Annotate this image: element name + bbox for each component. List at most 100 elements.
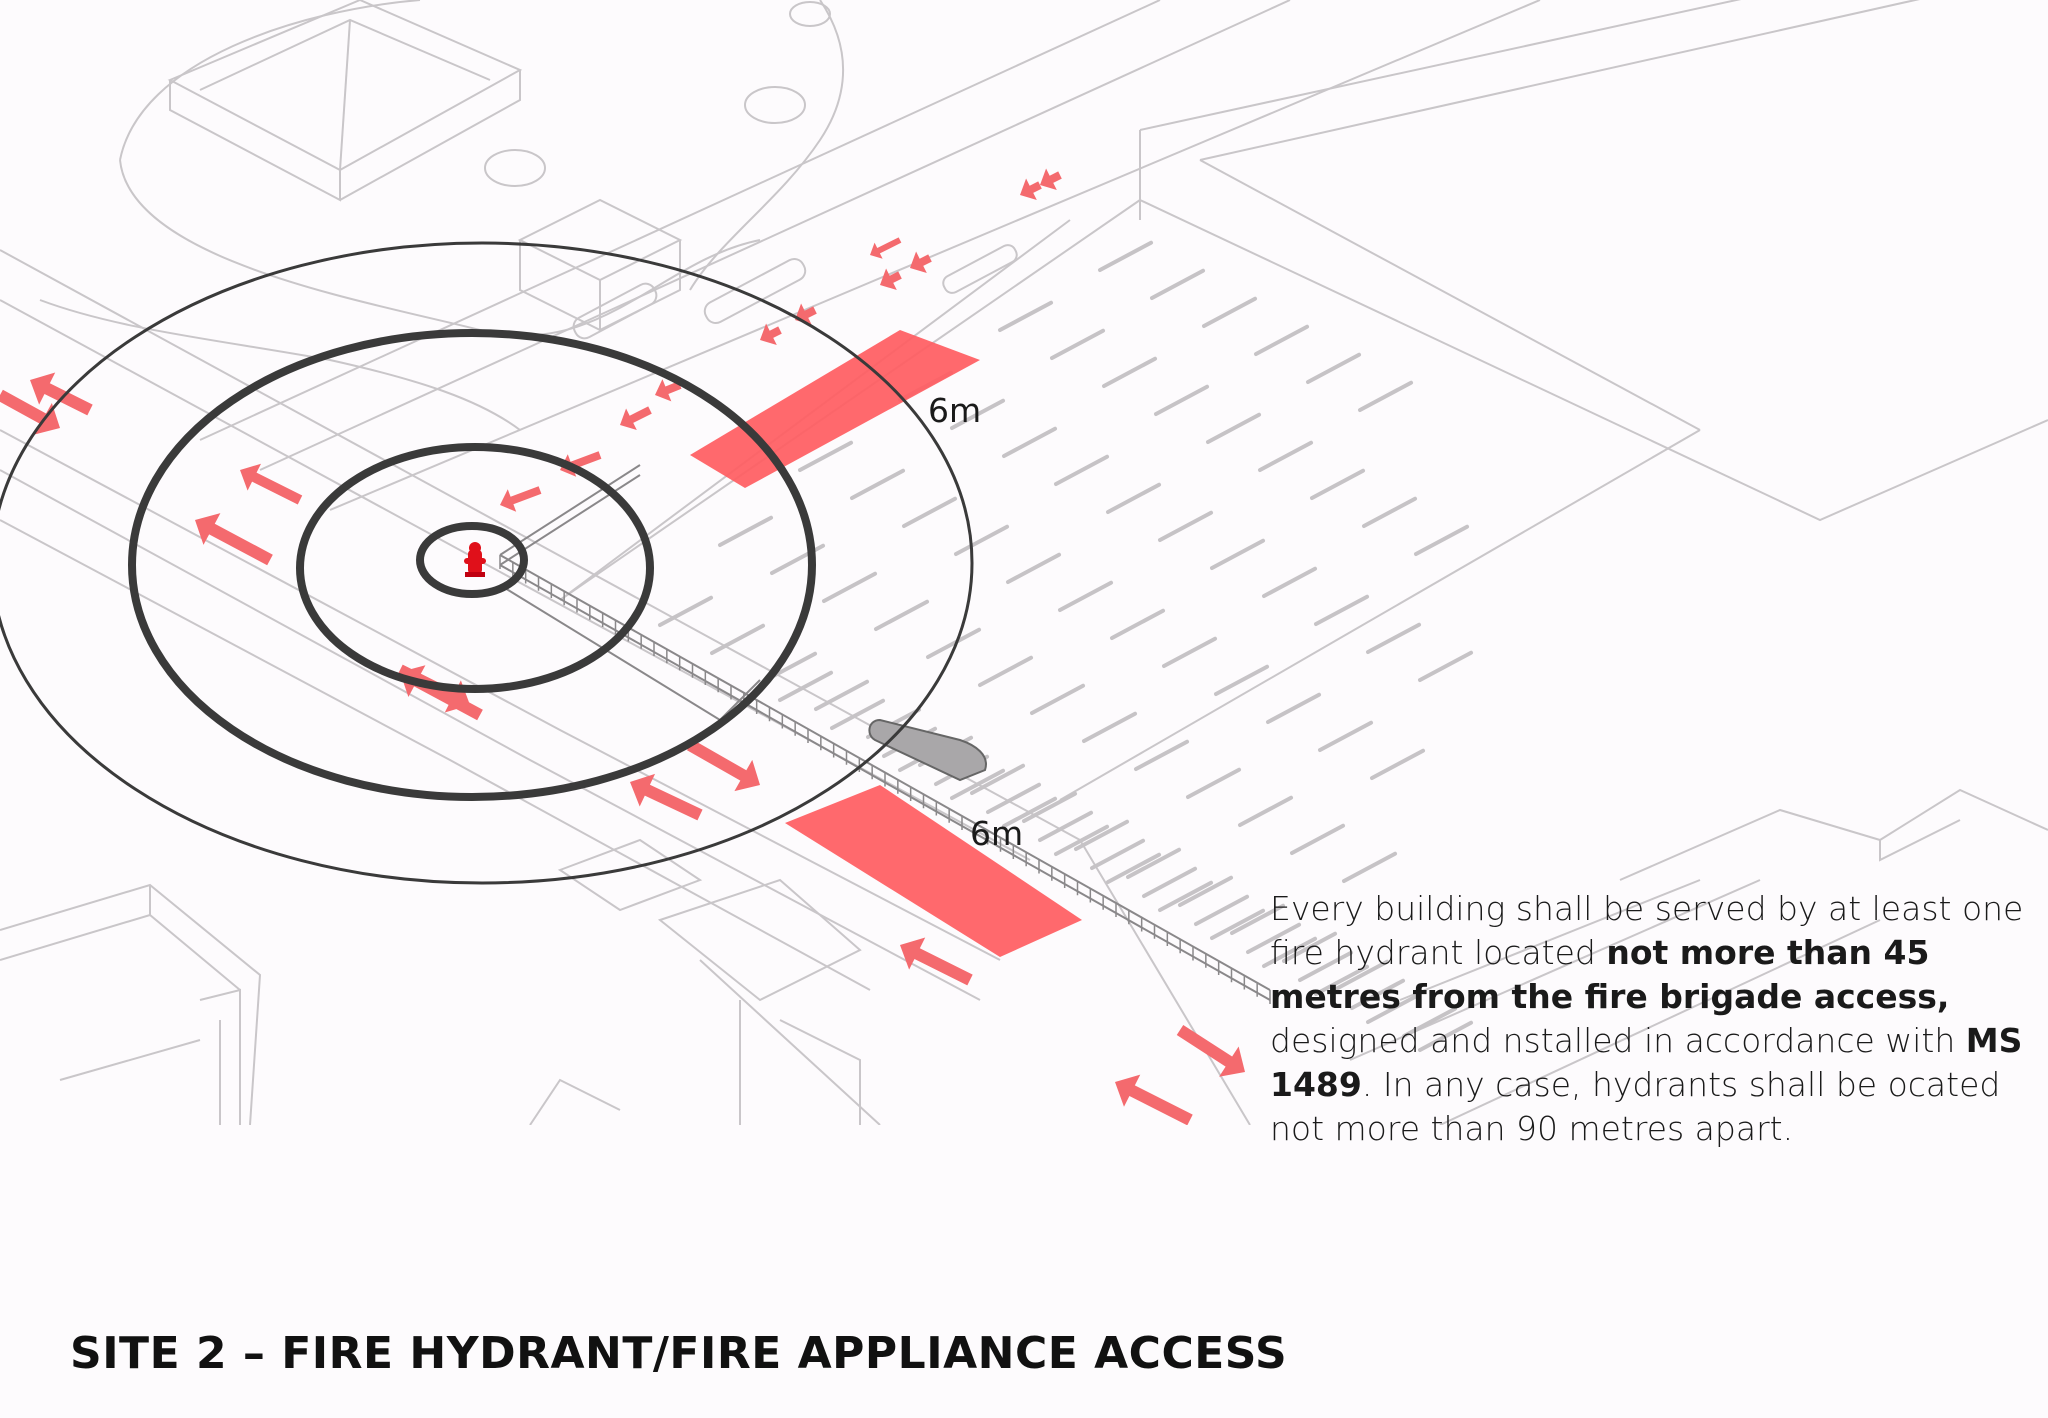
direction-arrow-icon	[500, 486, 542, 512]
parking-bay-line	[658, 595, 714, 627]
parking-bay-line	[850, 468, 906, 500]
direction-arrow-icon	[620, 406, 652, 431]
parking-bay-line	[1038, 810, 1094, 842]
parking-bay-line	[1030, 683, 1086, 715]
parking-bay-line	[1414, 524, 1470, 556]
parking-bay-line	[1102, 356, 1158, 388]
direction-arrow-icon	[1176, 1024, 1245, 1077]
parking-bay-line	[954, 524, 1010, 556]
direction-arrow-icon	[910, 251, 932, 274]
parking-bay-line	[1158, 510, 1214, 542]
parking-bay-line	[1402, 1006, 1458, 1038]
parking-bay-line	[1418, 650, 1474, 682]
direction-arrow-icon	[880, 268, 902, 291]
parking-bay-line	[1282, 931, 1338, 963]
parking-bay-line	[1154, 384, 1210, 416]
fence-posts	[499, 555, 1271, 1004]
direction-arrow-icon	[760, 323, 782, 346]
parking-bay-line	[1206, 412, 1262, 444]
fire-access-zones	[690, 330, 1082, 957]
parking-bay-line	[1254, 324, 1310, 356]
parking-bay-line	[1318, 720, 1374, 752]
parking-bay-line	[814, 679, 870, 711]
direction-arrow-icon	[630, 773, 703, 821]
parking-bay-line	[1314, 964, 1370, 996]
direction-arrow-icon	[687, 739, 760, 792]
parking-bay-line	[1258, 440, 1314, 472]
walkway-canopy	[868, 718, 987, 782]
parking-bay-line	[1178, 875, 1234, 907]
parking-bay-line	[830, 698, 886, 730]
parking-bay-line	[778, 670, 834, 702]
parking-bay-line	[1162, 636, 1218, 668]
parking-bay-line	[1186, 767, 1242, 799]
parking-bay-line	[874, 599, 930, 631]
parking-bay-line	[1194, 894, 1250, 926]
parking-bay-line	[998, 300, 1054, 332]
parking-bay-line	[1366, 992, 1422, 1024]
direction-arrow-icon	[900, 937, 973, 986]
note-bold-1: not more than 45 metres from the fire br…	[1270, 933, 1950, 1016]
parking-bay-line	[1126, 847, 1182, 879]
fire-hydrant-icon	[464, 542, 486, 577]
parking-bay-line	[950, 398, 1006, 430]
radius-label-road: 6m	[970, 814, 1023, 853]
parking-bay-line	[1310, 468, 1366, 500]
ring-inner	[416, 522, 528, 598]
parking-bay-line	[710, 623, 766, 655]
parking-bay-line	[978, 655, 1034, 687]
parking-bay-line	[1098, 240, 1154, 272]
parking-bay-line	[1082, 711, 1138, 743]
direction-arrow-icon	[655, 379, 682, 402]
parking-bay-line	[1054, 454, 1110, 486]
parking-bay-line	[1362, 496, 1418, 528]
parking-bay-line	[1246, 922, 1302, 954]
parking-bay-line	[1366, 622, 1422, 654]
note-text-3: . In any case, hydrants shall be ocated …	[1270, 1065, 2001, 1148]
site-linework	[0, 0, 2048, 1125]
parking-bay-line	[1210, 908, 1266, 940]
parking-bay-line	[1002, 426, 1058, 458]
parking-bay-line	[970, 763, 1026, 795]
parking-bay-line	[1210, 538, 1266, 570]
note-text-1: Every building shall be served by at lea…	[1270, 889, 2024, 972]
parking-bay-line	[1002, 796, 1058, 828]
parking-bay-line	[1358, 380, 1414, 412]
note-bold-2: MS 1489	[1270, 1021, 2023, 1104]
direction-arrow-icon	[1040, 168, 1062, 191]
parking-bay-line	[1058, 580, 1114, 612]
parking-bay-line	[1022, 791, 1078, 823]
parking-bays	[658, 240, 1474, 1052]
parking-bay-line	[1106, 482, 1162, 514]
parking-bay-line	[1298, 950, 1354, 982]
parking-bay-line	[1418, 1020, 1474, 1052]
parking-bay-line	[1142, 866, 1198, 898]
radius-label-outer: 6m	[928, 391, 981, 430]
parking-bay-line	[1150, 268, 1206, 300]
parking-bay-line	[986, 782, 1042, 814]
parking-bay-line	[1074, 819, 1130, 851]
regulation-note: Every building shall be served by at lea…	[1270, 887, 2030, 1151]
note-text-2: designed and nstalled in accordance with	[1270, 1021, 1966, 1060]
parking-bay-line	[1202, 296, 1258, 328]
parking-bay-line	[822, 571, 878, 603]
ring-mid	[296, 443, 654, 693]
parking-bay-line	[1350, 978, 1406, 1010]
direction-arrow-icon	[1115, 1074, 1193, 1125]
parking-bay-line	[1158, 880, 1214, 912]
parking-bay-line	[950, 768, 1006, 800]
traffic-arrows	[0, 168, 1245, 1125]
parking-bay-line	[1370, 748, 1426, 780]
parking-bay-line	[1214, 664, 1270, 696]
parking-bay-line	[1342, 851, 1398, 883]
parking-bay-line	[1290, 823, 1346, 855]
parking-bay-line	[1050, 328, 1106, 360]
access-zone-lower	[785, 785, 1082, 957]
direction-arrow-icon	[870, 237, 902, 259]
direction-arrow-icon	[30, 372, 93, 416]
ring-outer	[0, 241, 974, 885]
ring-large	[128, 329, 816, 801]
parking-bay-line	[1134, 739, 1190, 771]
parking-bay-line	[1238, 795, 1294, 827]
parking-bay-line	[1262, 566, 1318, 598]
